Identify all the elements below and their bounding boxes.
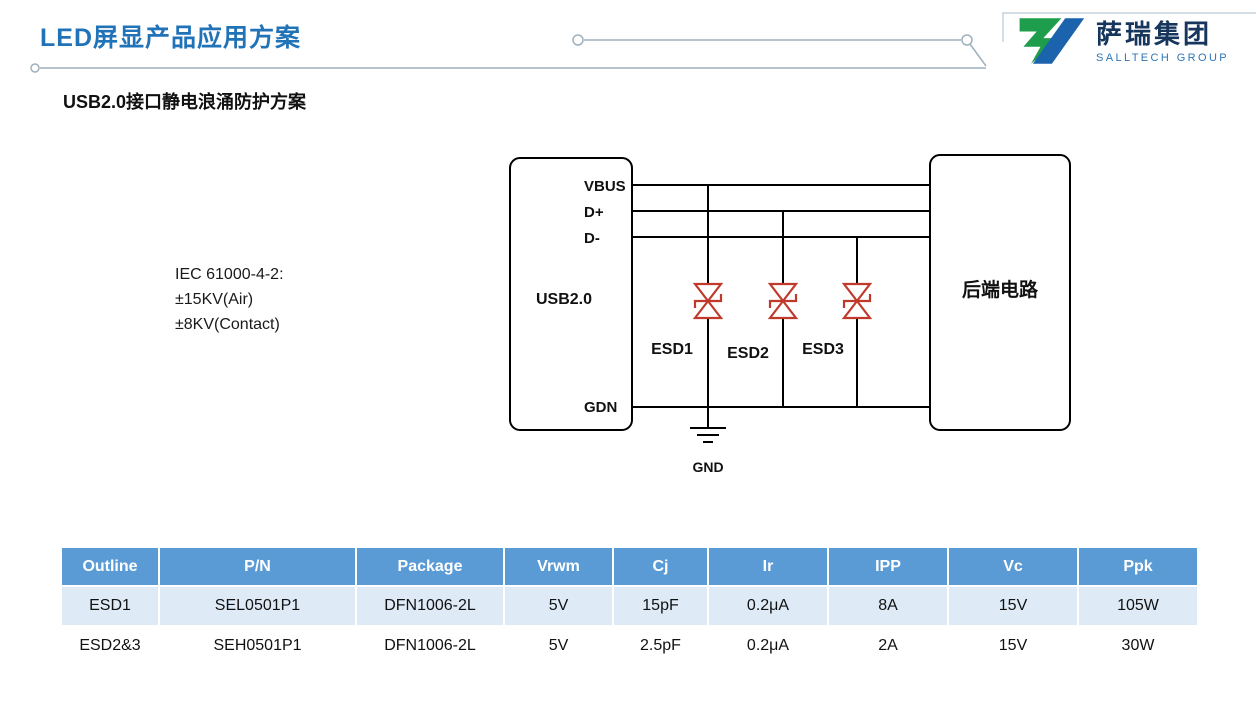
table-cell: 15pF <box>612 585 707 625</box>
header-decoration <box>30 12 1256 73</box>
table-cell: DFN1006-2L <box>355 625 503 665</box>
section-subtitle: USB2.0接口静电浪涌防护方案 <box>63 92 307 112</box>
esd3-label: ESD3 <box>802 341 844 358</box>
gnd-label: GND <box>692 459 723 475</box>
table-cell: 30W <box>1077 625 1197 665</box>
table-cell: 2A <box>827 625 947 665</box>
backend-box-label: 后端电路 <box>962 278 1039 301</box>
usb-box <box>509 157 633 431</box>
logo-name-en: SALLTECH GROUP <box>1096 51 1230 64</box>
backend-box <box>929 154 1071 431</box>
usb-box-label: USB2.0 <box>536 291 592 308</box>
esd2-label: ESD2 <box>727 345 769 362</box>
circuit-diagram: VBUS D+ D- USB2.0 GDN 后端电路 ESD1 ESD2 ESD… <box>509 154 1071 475</box>
pin-label-vbus: VBUS <box>584 178 626 195</box>
signal-wires <box>632 184 930 408</box>
table-cell: 0.2μA <box>707 625 827 665</box>
iec-line-3: ±8KV(Contact) <box>175 316 280 333</box>
table-cell: SEH0501P1 <box>158 625 355 665</box>
iec-standard-note: IEC 61000-4-2: ±15KV(Air) ±8KV(Contact) <box>175 262 284 337</box>
col-header-pn: P/N <box>158 548 355 585</box>
table-cell: 0.2μA <box>707 585 827 625</box>
esd1-label: ESD1 <box>651 341 693 358</box>
tvs-diode-esd2 <box>767 211 799 407</box>
logo-name-cn: 萨瑞集团 <box>1096 19 1213 49</box>
col-header-ir: Ir <box>707 548 827 585</box>
pin-label-dminus: D- <box>584 230 600 247</box>
decor-lines <box>30 12 1256 73</box>
table-cell: 8A <box>827 585 947 625</box>
ground-symbol <box>690 407 726 443</box>
table-cell: SEL0501P1 <box>158 585 355 625</box>
iec-line-1: IEC 61000-4-2: <box>175 266 284 283</box>
col-header-ppk: Ppk <box>1077 548 1197 585</box>
col-header-vrwm: Vrwm <box>503 548 612 585</box>
tvs-diode-esd1 <box>692 185 724 407</box>
col-header-ipp: IPP <box>827 548 947 585</box>
table-cell: ESD2&3 <box>60 625 158 665</box>
logo: 萨瑞集团 SALLTECH GROUP <box>1012 12 1229 70</box>
logo-green-shape <box>1019 18 1062 64</box>
salltech-logo-icon <box>1019 18 1085 64</box>
col-header-package: Package <box>355 548 503 585</box>
pin-label-gdn: GDN <box>584 399 617 416</box>
tvs-diode-esd3 <box>841 237 873 407</box>
table-cell: DFN1006-2L <box>355 585 503 625</box>
col-header-vc: Vc <box>947 548 1077 585</box>
table-cell: ESD1 <box>60 585 158 625</box>
table-cell: 2.5pF <box>612 625 707 665</box>
logo-blue-shape <box>1032 18 1085 64</box>
spec-table: Outline P/N Package Vrwm Cj Ir IPP Vc Pp… <box>60 548 1197 665</box>
iec-line-2: ±15KV(Air) <box>175 291 254 308</box>
table-cell: 105W <box>1077 585 1197 625</box>
table-cell: 5V <box>503 625 612 665</box>
table-cell: 5V <box>503 585 612 625</box>
col-header-cj: Cj <box>612 548 707 585</box>
table-cell: 15V <box>947 625 1077 665</box>
col-header-outline: Outline <box>60 548 158 585</box>
table-cell: 15V <box>947 585 1077 625</box>
logo-text: 萨瑞集团 SALLTECH GROUP <box>1096 12 1229 64</box>
pin-label-dplus: D+ <box>584 204 604 221</box>
page-title: LED屏显产品应用方案 <box>40 24 302 52</box>
